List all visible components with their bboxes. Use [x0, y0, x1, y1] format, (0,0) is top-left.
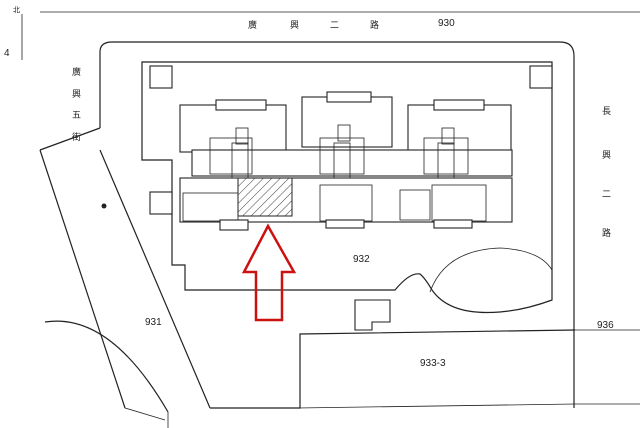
lot-930-label: 930 [438, 18, 455, 29]
highlighted-unit [237, 177, 293, 217]
road-top-label: 廣 興 二 路 [248, 19, 379, 31]
road-top-char-2: 興 [290, 20, 299, 31]
red-arrow-icon [241, 223, 297, 322]
site-boundary [141, 61, 553, 314]
road-right-char-3: 二 [602, 190, 611, 200]
road-left-label: 廣 興 五 街 [72, 66, 81, 143]
lot-933-3-label: 933-3 [420, 358, 446, 369]
corner-block-ne [529, 65, 553, 89]
road-right-char-2: 興 [602, 150, 611, 161]
road-marker-dot [101, 203, 107, 209]
road-top-char-3: 二 [330, 21, 339, 31]
north-label: 北 [13, 6, 20, 14]
road-boundaries [39, 11, 640, 428]
lot-931-label: 931 [145, 317, 162, 328]
site-inner-curve [429, 247, 553, 293]
road-left-char-3: 五 [72, 111, 81, 121]
road-right-char-1: 長 [602, 106, 611, 117]
north-arrow-icon: 4 [4, 48, 10, 59]
road-left-char-2: 興 [72, 89, 81, 100]
structure-south [354, 299, 391, 331]
north-indicator: 北 4 [4, 6, 23, 60]
road-right-char-4: 路 [602, 227, 611, 239]
road-top-char-1: 廣 [248, 19, 257, 31]
corner-block-nw [149, 65, 173, 89]
road-top-char-4: 路 [370, 19, 379, 31]
corner-block-sw [149, 191, 173, 215]
building-complex [179, 91, 513, 231]
lot-936-label: 936 [597, 320, 614, 331]
road-left-char-1: 廣 [72, 66, 81, 78]
road-right-label: 長 興 二 路 [602, 106, 611, 239]
lot-932-label: 932 [353, 254, 370, 265]
